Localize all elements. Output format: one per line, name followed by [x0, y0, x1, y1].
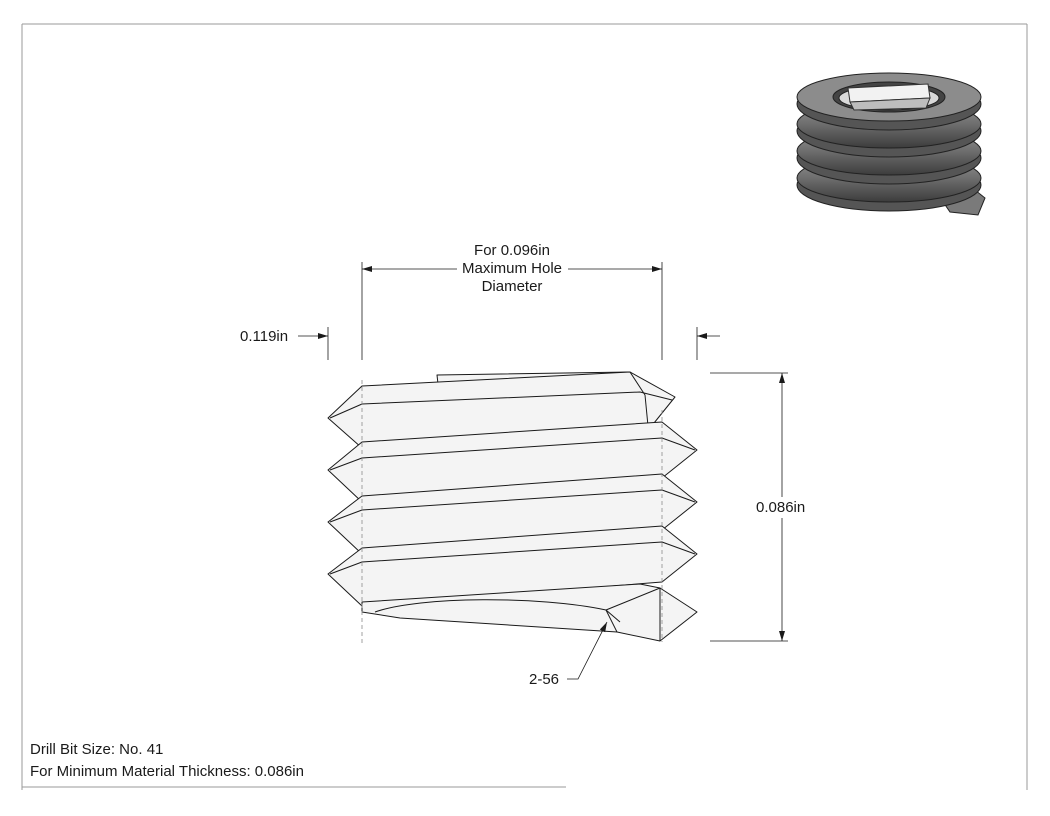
hidden-edges: [361, 380, 663, 645]
sheet-border: [21, 23, 1028, 790]
hole-diameter-label-line3: Diameter: [481, 278, 543, 295]
thread-size-label: 2-56: [529, 671, 560, 688]
extension-lines: [327, 262, 788, 642]
hole-diameter-label-line2: Maximum Hole: [461, 260, 563, 277]
dimension-lines: [298, 266, 785, 680]
drill-bit-note: Drill Bit Size: No. 41: [30, 741, 164, 758]
min-thickness-note: For Minimum Material Thickness: 0.086in: [30, 763, 304, 780]
length-label: 0.086in: [756, 499, 806, 516]
insert-side-view: [327, 371, 698, 642]
thread-leader: [567, 621, 608, 680]
hole-diameter-label-line1: For 0.096in: [474, 242, 550, 259]
isometric-insert-view: [796, 72, 986, 216]
outer-diameter-label: 0.119in: [240, 328, 289, 345]
drawing-notes: Drill Bit Size: No. 41 For Minimum Mater…: [30, 739, 304, 783]
